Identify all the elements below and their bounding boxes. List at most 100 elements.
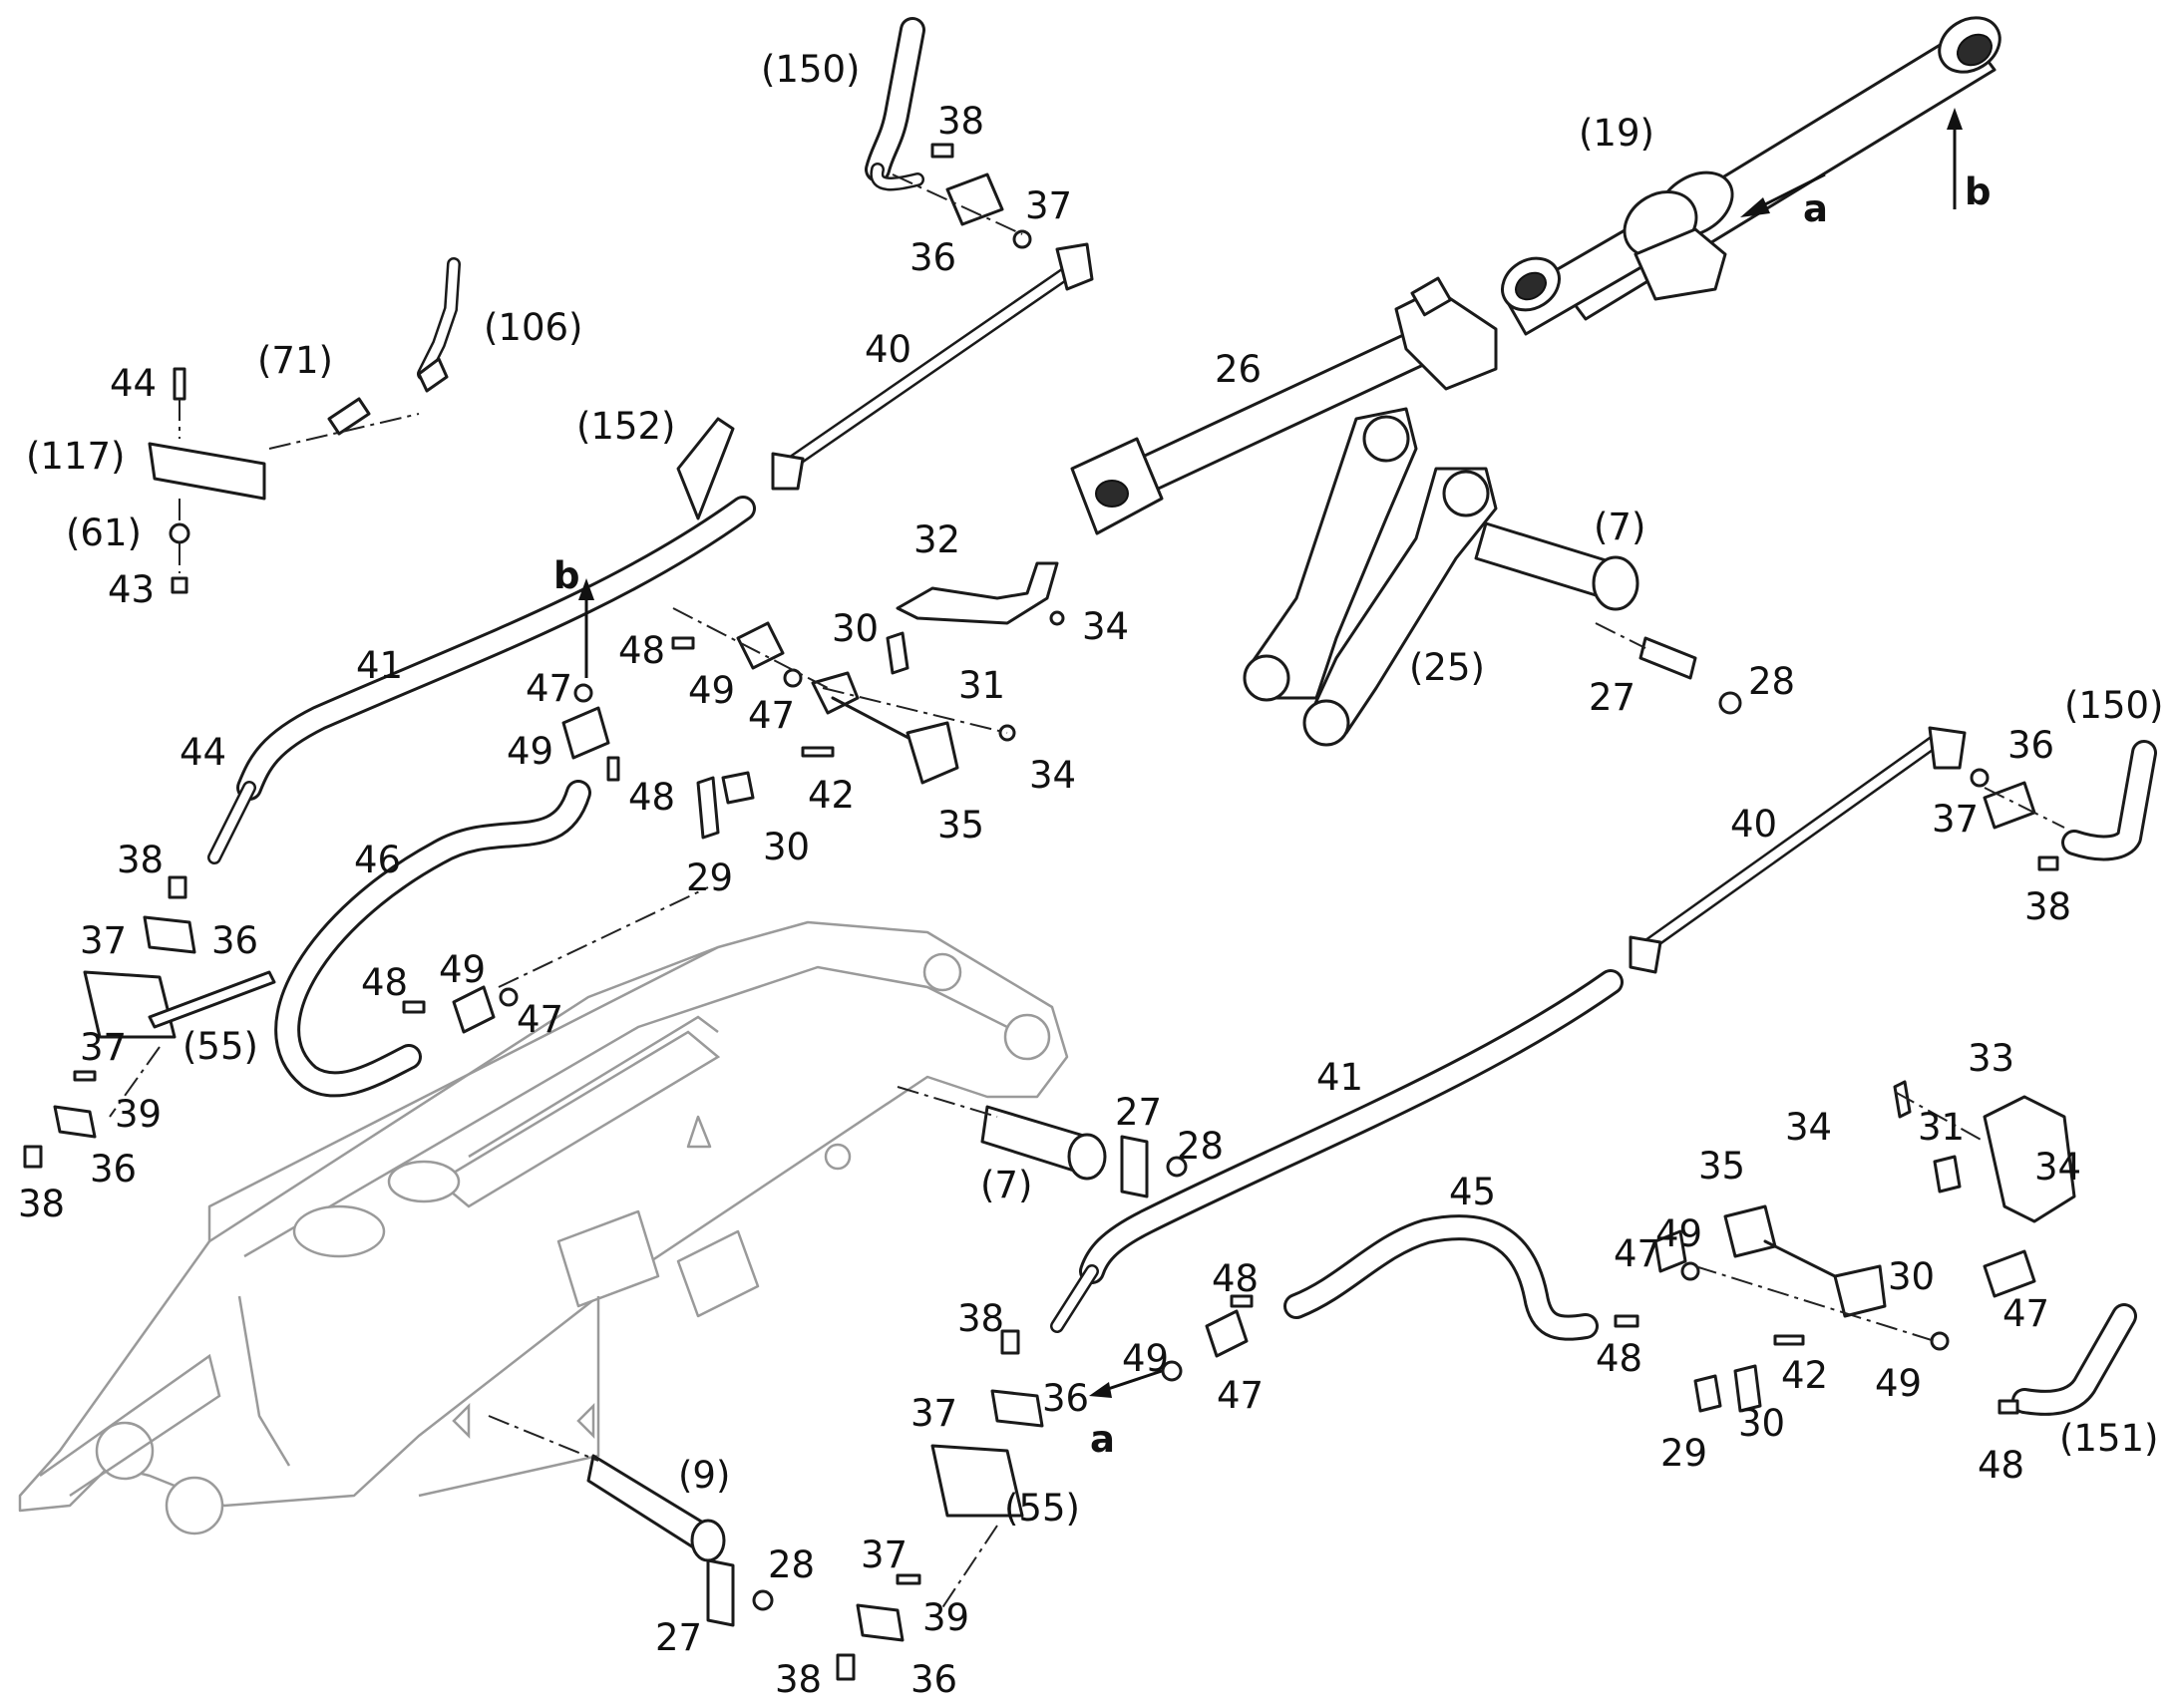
callout-36-b: 36 <box>211 919 258 962</box>
callout-106: (106) <box>484 306 583 349</box>
callout-7-top: (7) <box>1594 506 1645 548</box>
boom-ghost <box>18 920 1069 1536</box>
callout-151: (151) <box>2059 1417 2159 1460</box>
small-parts <box>23 143 2076 1681</box>
arrow-b-top: b <box>1965 171 1992 213</box>
callout-25: (25) <box>1409 646 1485 689</box>
callout-55-left: (55) <box>182 1025 258 1068</box>
callout-150-top: (150) <box>761 48 861 91</box>
callout-41-top: 41 <box>356 644 403 687</box>
callout-30-b: 30 <box>763 826 810 868</box>
callout-38-c: 38 <box>18 1183 65 1225</box>
callout-28-a: 28 <box>1748 660 1795 703</box>
callout-47-e: 47 <box>1217 1374 1264 1417</box>
callout-48-e: 48 <box>1596 1337 1642 1380</box>
callout-27-b: 27 <box>1115 1091 1162 1134</box>
callout-49-c: 49 <box>439 948 486 991</box>
callout-49-e: 49 <box>1122 1337 1169 1380</box>
axis-lines <box>109 173 2065 1616</box>
callout-37: 37 <box>1025 184 1072 227</box>
callout-27-a: 27 <box>1589 676 1635 719</box>
callout-48-c: 48 <box>361 961 408 1004</box>
callout-150-right: (150) <box>2064 684 2164 727</box>
callout-43: 43 <box>108 568 155 611</box>
callout-41-right: 41 <box>1316 1056 1363 1099</box>
pipe-40-right <box>1629 726 1967 974</box>
callout-19: (19) <box>1579 112 1654 155</box>
callout-71: (71) <box>257 339 333 382</box>
link-rod-26 <box>1070 276 1498 535</box>
callout-47-a: 47 <box>526 667 572 710</box>
callout-29-a: 29 <box>686 856 733 899</box>
callout-38-d: 38 <box>2024 885 2071 928</box>
callout-49-b: 49 <box>507 730 553 773</box>
hose-41-top <box>207 496 756 864</box>
callout-44-mid: 44 <box>180 731 226 774</box>
callout-47-f: 47 <box>2002 1292 2049 1335</box>
callout-28-b: 28 <box>1177 1125 1224 1168</box>
callout-34-d: 34 <box>1785 1106 1832 1149</box>
callout-31-a: 31 <box>958 664 1005 707</box>
callout-48-d: 48 <box>1212 1257 1259 1300</box>
hose-41-right <box>1050 969 1624 1333</box>
callout-48-b: 48 <box>628 776 675 819</box>
callout-117: (117) <box>26 435 126 478</box>
callout-36: 36 <box>909 236 956 279</box>
callout-40-top: 40 <box>865 328 911 371</box>
callout-34-b: 34 <box>1029 754 1076 797</box>
hose-45 <box>1283 1214 1599 1341</box>
callout-33: 33 <box>1968 1037 2014 1080</box>
callout-9: (9) <box>678 1454 730 1497</box>
callout-55-bottom: (55) <box>1004 1487 1080 1530</box>
callout-28-c: 28 <box>768 1543 815 1586</box>
callout-38-b: 38 <box>117 839 164 881</box>
callout-37-d: 37 <box>1932 798 1979 841</box>
direction-arrows <box>578 108 1963 1398</box>
callout-49-d: 49 <box>1655 1212 1702 1255</box>
pin-7-top <box>1474 521 1742 715</box>
callout-48-a: 48 <box>618 629 665 672</box>
callout-32: 32 <box>913 518 960 561</box>
hose-stubs <box>417 17 2157 1416</box>
callout-27-c: 27 <box>655 1616 702 1659</box>
pipe-40-top <box>771 242 1094 491</box>
callout-34-a: 34 <box>1082 605 1129 648</box>
callout-7-mid: (7) <box>980 1164 1032 1206</box>
callout-37-f: 37 <box>861 1534 908 1576</box>
callout-36-c: 36 <box>90 1148 137 1191</box>
callout-34-c: 34 <box>2034 1146 2081 1189</box>
callout-47-c: 47 <box>517 998 563 1041</box>
callout-36-e: 36 <box>1042 1377 1089 1420</box>
arrow-b-mid: b <box>553 554 580 597</box>
callout-47-d: 47 <box>1614 1232 1660 1275</box>
callout-44-top: 44 <box>110 362 157 405</box>
callout-40-right: 40 <box>1730 803 1777 846</box>
callout-49-a: 49 <box>688 669 735 712</box>
callout-39-b: 39 <box>922 1596 969 1639</box>
callout-29-b: 29 <box>1660 1432 1707 1475</box>
callout-38-e: 38 <box>957 1297 1004 1340</box>
callout-45: 45 <box>1449 1171 1496 1213</box>
link-25 <box>1243 407 1498 747</box>
callout-31-b: 31 <box>1918 1106 1965 1149</box>
callout-26: 26 <box>1215 348 1262 391</box>
callout-36-f: 36 <box>910 1658 957 1701</box>
callout-38: 38 <box>937 100 984 143</box>
callout-37-b: 37 <box>80 919 127 962</box>
callout-38-f: 38 <box>775 1658 822 1701</box>
hose-46 <box>274 780 591 1098</box>
callout-30-d: 30 <box>1738 1402 1785 1445</box>
callout-36-d: 36 <box>2007 724 2054 767</box>
callout-37-c: 37 <box>80 1026 127 1069</box>
arrow-a-top: a <box>1803 187 1828 230</box>
callout-42-a: 42 <box>808 774 855 817</box>
callout-35-a: 35 <box>937 804 984 847</box>
callout-48-f: 48 <box>1978 1444 2024 1487</box>
callout-30-c: 30 <box>1888 1255 1935 1298</box>
callout-42-b: 42 <box>1781 1354 1828 1397</box>
callout-152: (152) <box>576 405 676 448</box>
callout-47-b: 47 <box>748 694 795 737</box>
callout-30-a: 30 <box>832 607 879 650</box>
callout-37-e: 37 <box>910 1392 957 1435</box>
